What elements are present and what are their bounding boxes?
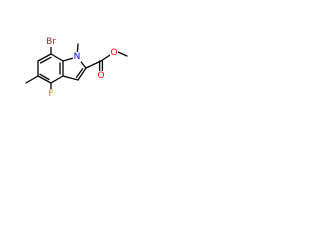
bromine-label: Br	[46, 37, 56, 47]
bond-c4-c5-inner	[39, 73, 50, 81]
atom-o-carbonyl: O	[97, 71, 105, 81]
bond-c6-c7-inner	[39, 56, 52, 64]
molecule-diagram: Br N F O O	[25, 37, 128, 99]
bond-c2-c3-inner	[75, 68, 84, 78]
bond-carbonyl-c-ester-o	[100, 54, 111, 62]
fluorine-label: F	[48, 89, 53, 99]
bond-c4-c5	[37, 75, 52, 84]
bond-c5-methyl	[25, 75, 39, 84]
carbonyl-oxygen-label: O	[97, 71, 104, 81]
bond-c3a-c4	[50, 75, 64, 84]
structure-canvas: Br N F O O	[0, 0, 152, 152]
atom-n: N	[73, 52, 81, 62]
atom-o-ester: O	[110, 48, 118, 58]
bond-ester-o-methyl	[117, 51, 128, 57]
bond-c2-c3	[77, 67, 87, 81]
atom-br: Br	[44, 37, 59, 47]
bond-c2-carbonyl-c	[85, 60, 102, 69]
ester-oxygen-label: O	[110, 48, 117, 58]
bond-c3-c3a	[62, 75, 79, 81]
bond-c6-c7	[37, 53, 52, 62]
bond-c7-c7a	[50, 53, 64, 62]
nitrogen-label: N	[74, 52, 81, 62]
atom-f: F	[47, 89, 55, 99]
